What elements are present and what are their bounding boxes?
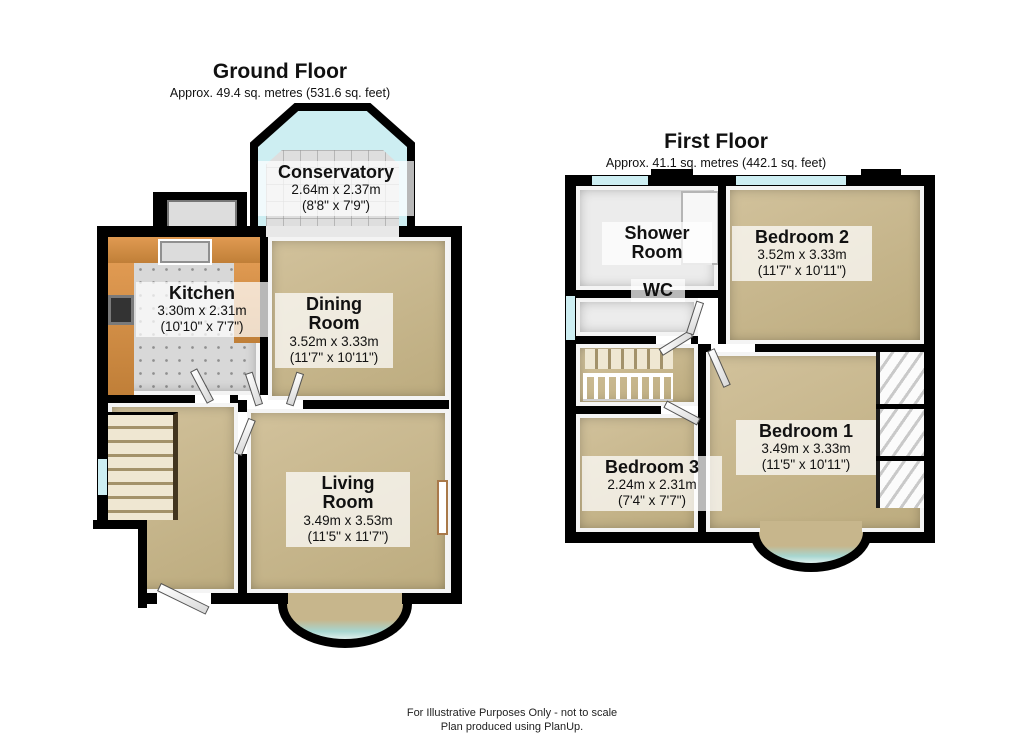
wall-shower-bedroom2 [718, 186, 726, 344]
footer-line-2: Plan produced using PlanUp. [440, 721, 584, 734]
room-metric-dims: 3.30m x 2.31m [157, 303, 247, 319]
room-metric-dims: 3.52m x 3.33m [757, 247, 847, 263]
first-floor-title-text: First Floor [664, 130, 768, 153]
kitchen-counter-left [108, 263, 134, 395]
radiator [437, 480, 448, 535]
room-imperial-dims: (10'10" x 7'7") [160, 319, 244, 335]
wall-pier [651, 169, 693, 177]
ground-floor-area-text: Approx. 49.4 sq. metres (531.6 sq. feet) [169, 86, 391, 100]
room-imperial-dims: (11'5" x 11'7") [307, 528, 389, 544]
room-metric-dims: 3.49m x 3.53m [303, 512, 393, 528]
room-imperial-dims: (11'7" x 10'11") [289, 349, 379, 365]
room-name: Bedroom 2 [754, 227, 850, 247]
room-name: Bedroom 1 [758, 421, 854, 441]
first-floor-area-text: Approx. 41.1 sq. metres (442.1 sq. feet) [605, 156, 827, 170]
room-imperial-dims: (11'7" x 10'11") [757, 263, 847, 279]
kitchen-hob [108, 295, 134, 325]
room-imperial-dims: (8'8" x 7'9") [301, 198, 370, 214]
ground-floor-plan: Conservatory 2.64m x 2.37m (8'8" x 7'9")… [93, 100, 467, 648]
ground-floor-title-text: Ground Floor [212, 60, 348, 83]
footer-disclaimer: For Illustrative Purposes Only - not to … [0, 706, 1024, 735]
banister [583, 373, 673, 401]
wall-dining-living [303, 400, 449, 409]
first-floor-title: First Floor Approx. 41.1 sq. metres (442… [566, 130, 866, 170]
room-label-shower-room: Shower Room [602, 222, 712, 265]
room-name: WC [643, 280, 673, 300]
room-name: Dining Room [306, 294, 362, 334]
wardrobe-divider [876, 456, 924, 461]
wall-pier [861, 169, 901, 177]
room-imperial-dims: (7'4" x 7'7") [617, 493, 686, 509]
bedroom2-window [735, 175, 847, 186]
wardrobe-divider [876, 404, 924, 409]
stair-opening [585, 349, 673, 369]
wall-segment [691, 336, 698, 344]
wall-bedroom2-bedroom1 [755, 344, 924, 352]
room-metric-dims: 3.49m x 3.33m [761, 441, 851, 457]
room-wc-floor [576, 298, 698, 336]
room-label-conservatory: Conservatory 2.64m x 2.37m (8'8" x 7'9") [258, 161, 414, 217]
room-name: Bedroom 3 [604, 457, 700, 477]
room-imperial-dims: (11'5" x 10'11") [761, 457, 851, 473]
bay-opening [760, 521, 862, 532]
wall-bedroom3-bedroom1 [698, 344, 706, 532]
wall-segment [230, 395, 238, 403]
bay-opening [288, 593, 402, 604]
room-name: Conservatory [277, 162, 395, 182]
room-name: Living Room [321, 473, 375, 513]
shower-window [591, 175, 649, 186]
wall-segment [238, 400, 247, 412]
staircase [108, 412, 178, 520]
room-label-living-room: Living Room 3.49m x 3.53m (11'5" x 11'7"… [286, 472, 410, 547]
wall-landing-bedroom3 [576, 406, 661, 414]
hall-window [97, 458, 108, 496]
landing-window [565, 295, 576, 341]
room-label-kitchen: Kitchen 3.30m x 2.31m (10'10" x 7'7") [136, 282, 268, 338]
built-in-wardrobes [876, 352, 924, 508]
bay-window-bedroom1 [750, 532, 872, 572]
wall-kitchen-hall [108, 395, 195, 403]
room-name: Kitchen [168, 283, 235, 303]
room-label-dining-room: Dining Room 3.52m x 3.33m (11'7" x 10'11… [275, 293, 393, 368]
footer-line-1: For Illustrative Purposes Only - not to … [406, 707, 618, 719]
room-label-bedroom-1: Bedroom 1 3.49m x 3.33m (11'5" x 10'11") [736, 420, 876, 476]
porch-recess [93, 520, 147, 608]
room-metric-dims: 2.64m x 2.37m [291, 182, 381, 198]
room-metric-dims: 3.52m x 3.33m [289, 333, 379, 349]
ground-floor-title: Ground Floor Approx. 49.4 sq. metres (53… [130, 60, 430, 100]
room-metric-dims: 2.24m x 2.31m [607, 477, 697, 493]
bay-window-living [278, 604, 412, 648]
first-floor-plan: Shower Room WC Bedroom 2 3.52m x 3.33m (… [563, 169, 937, 613]
wall-hall-living [238, 454, 247, 593]
wall-wc-landing [576, 336, 656, 344]
kitchen-sink [158, 239, 212, 265]
room-label-bedroom-3: Bedroom 3 2.24m x 2.31m (7'4" x 7'7") [582, 456, 722, 512]
room-label-wc: WC [631, 279, 685, 303]
conservatory-doorway [266, 226, 399, 238]
room-name: Shower Room [624, 223, 690, 263]
room-label-bedroom-2: Bedroom 2 3.52m x 3.33m (11'7" x 10'11") [732, 226, 872, 282]
